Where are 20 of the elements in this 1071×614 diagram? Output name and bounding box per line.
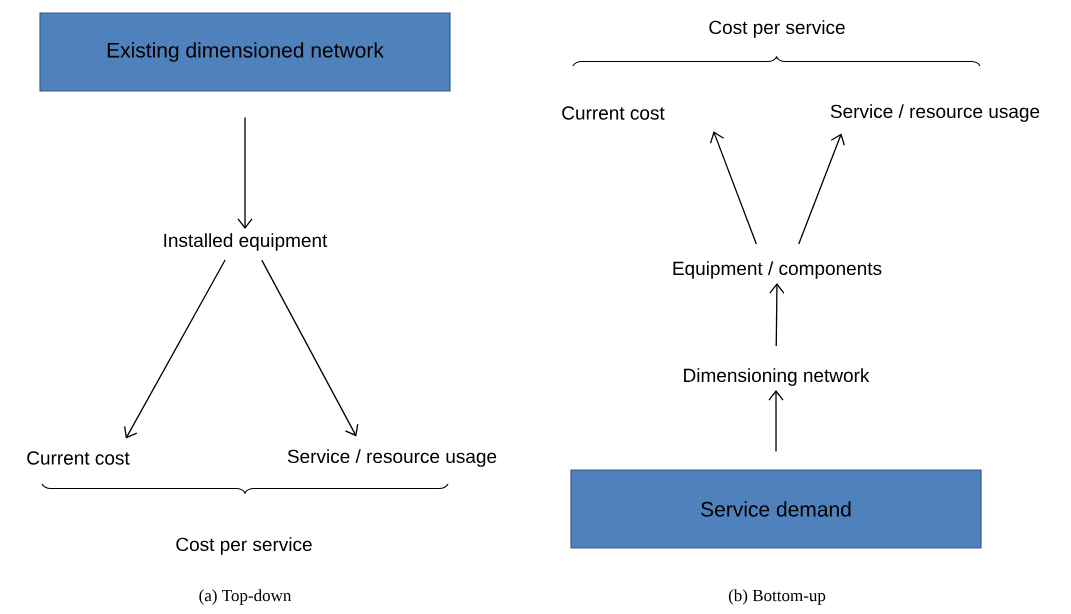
- brace-label: Cost per service: [176, 537, 312, 555]
- arrow: [709, 131, 757, 245]
- node-label: Current cost: [27, 451, 130, 465]
- node-label: Current cost: [562, 106, 665, 120]
- arrow: [237, 116, 253, 229]
- arrow: [768, 390, 784, 453]
- arrow: [261, 259, 359, 437]
- caption: (b) Bottom-up: [728, 589, 826, 605]
- process-box: Service demand: [570, 469, 982, 549]
- arrow: [798, 133, 845, 245]
- caption: (a) Top-down: [199, 589, 292, 605]
- node-label: Installed equipment: [164, 233, 328, 251]
- node-label: Dimensioning network: [684, 368, 870, 386]
- brace-label: Cost per service: [709, 20, 845, 38]
- node-label: Service / resource usage: [830, 104, 1040, 122]
- node-label: Service / resource usage: [287, 449, 497, 467]
- arrow: [769, 283, 785, 347]
- process-box: Existing dimensioned network: [39, 12, 451, 92]
- arrow: [123, 259, 226, 439]
- node-label: Equipment / components: [673, 261, 882, 279]
